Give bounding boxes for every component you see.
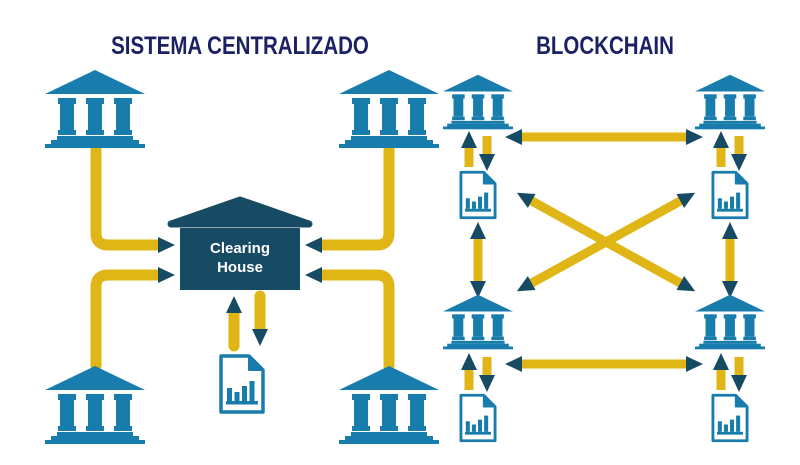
bank-icon-right-bottom-right bbox=[695, 294, 765, 350]
centralized-panel bbox=[45, 70, 439, 444]
bar-chart-document-icon-left bbox=[219, 354, 265, 414]
arrow-topright-bank-to-hub bbox=[305, 144, 395, 253]
arrow-bottomleft-bank-to-hub bbox=[90, 267, 175, 372]
bar-chart-document-icon-tl bbox=[459, 170, 497, 220]
centralized-panel-title: SISTEMA CENTRALIZADO bbox=[111, 31, 369, 60]
blockchain-panel-title: BLOCKCHAIN bbox=[536, 31, 674, 60]
clearing-house-label: Clearing House bbox=[180, 230, 300, 288]
clearing-house-building-icon bbox=[167, 196, 313, 290]
arrow-topleft-bank-to-hub bbox=[90, 136, 175, 253]
bank-icon-right-top-left bbox=[443, 74, 513, 130]
bank-icon-left-top-left bbox=[45, 70, 145, 148]
arrow-diagonal-topright-bottomleft bbox=[516, 192, 696, 292]
bank-icon-left-bottom-right bbox=[339, 366, 439, 444]
arrow-bottomright-bank-to-hub bbox=[305, 267, 395, 372]
bank-icon-right-bottom-left bbox=[443, 294, 513, 350]
blockchain-arrows bbox=[461, 129, 747, 392]
bank-icon-left-bottom-left bbox=[45, 366, 145, 444]
bar-chart-document-icon-tr bbox=[711, 170, 749, 220]
clearing-house-body bbox=[180, 228, 300, 290]
bank-icon-right-top-right bbox=[695, 74, 765, 130]
blockchain-panel bbox=[443, 74, 765, 443]
bank-icon-left-top-right bbox=[339, 70, 439, 148]
centralized-arrows bbox=[90, 136, 395, 372]
clearing-house-roof bbox=[167, 196, 313, 228]
clearing-house-label-text: Clearing House bbox=[209, 240, 270, 276]
bar-chart-document-icon-br bbox=[711, 393, 749, 443]
bar-chart-document-icon-bl bbox=[459, 393, 497, 443]
